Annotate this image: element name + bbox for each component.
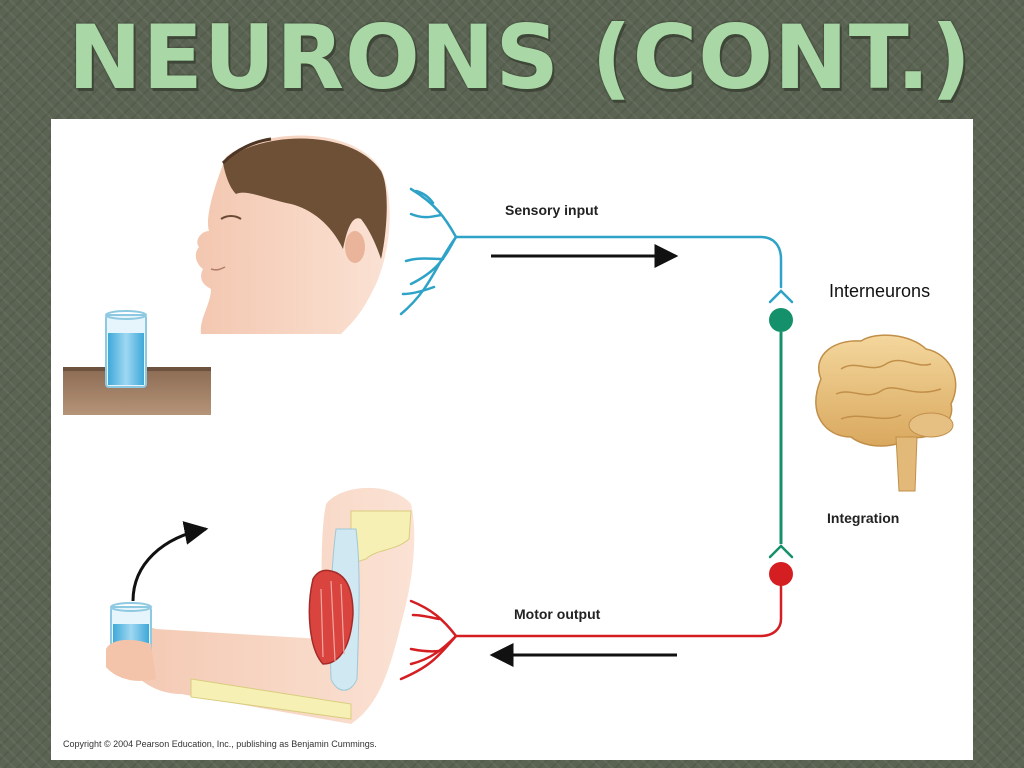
slide-title: Neurons (cont.) [68, 6, 973, 109]
motor-neuron-cell-body [769, 562, 793, 586]
reflex-arc-diagram [63, 135, 957, 724]
arm-illustration [106, 487, 415, 724]
motor-neuron [399, 583, 783, 681]
brain-illustration [815, 334, 957, 492]
lift-motion-arrow [131, 521, 209, 602]
sensory-input-label: Sensory input [505, 202, 599, 218]
head-illustration [195, 135, 390, 334]
integration-label: Integration [827, 510, 900, 526]
sensory-neuron [399, 187, 794, 316]
motor-output-label: Motor output [514, 606, 601, 622]
table-with-glass [63, 310, 211, 415]
diagram-panel: Sensory input Interneurons Integration M… [51, 119, 973, 760]
interneuron [768, 308, 794, 559]
interneurons-label: Interneurons [829, 281, 931, 301]
copyright-notice: Copyright © 2004 Pearson Education, Inc.… [63, 739, 377, 749]
